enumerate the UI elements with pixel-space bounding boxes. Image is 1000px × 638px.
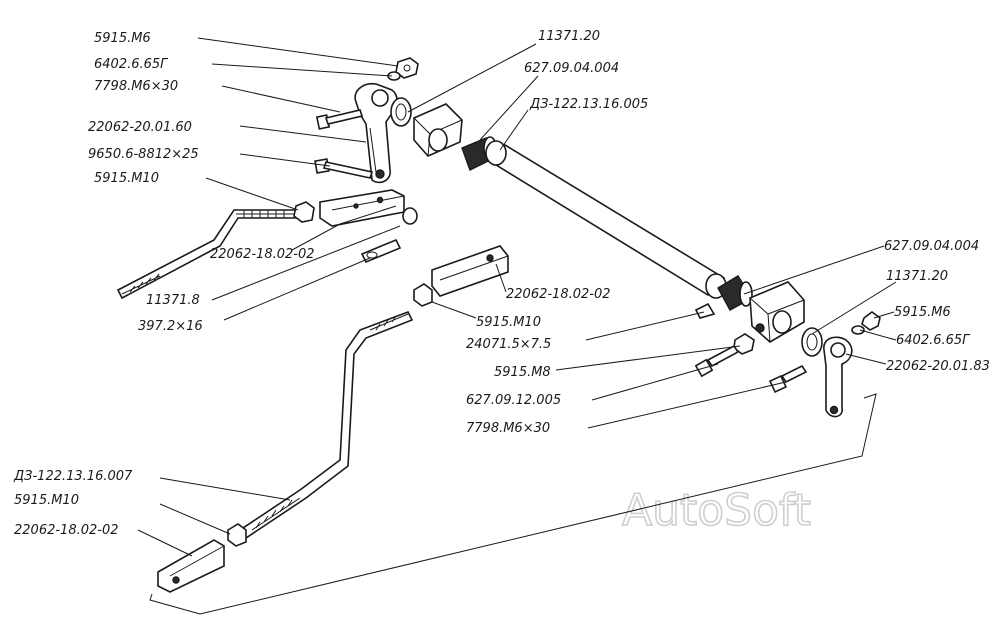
label-627-09-04-004-top: 627.09.04.004 (524, 61, 619, 76)
label-24071: 24071.5×7.5 (466, 337, 551, 352)
label-11371-20-top: 11371.20 (538, 29, 600, 44)
label-22062-20-01-83: 22062-20.01.83 (886, 359, 990, 374)
rod-lower (238, 310, 414, 540)
bracket-block-upper (413, 103, 463, 157)
label-9650: 9650.6-8812×25 (88, 147, 199, 162)
label-627-09-12-005: 627.09.12.005 (466, 393, 561, 408)
washer-11371-8 (402, 207, 418, 225)
label-7798-top: 7798.M6×30 (94, 79, 178, 94)
bolt-m6-upper (315, 109, 364, 130)
label-22062-18-02-02-c: 22062-18.02-02 (14, 523, 119, 538)
nut-m10-upper (293, 201, 315, 223)
leader-lines (137, 37, 897, 557)
nut-m10-lower (227, 523, 247, 547)
label-5915-m6-lower: 5915.M6 (894, 305, 951, 320)
bolt-m6-lower (768, 364, 808, 394)
washer-ring-upper (390, 97, 412, 127)
washer-ring-lower (801, 327, 823, 357)
nut-m10-middle (413, 283, 433, 307)
label-11371-8: 11371.8 (146, 293, 200, 308)
label-22062-20-01-60: 22062-20.01.60 (88, 120, 192, 135)
label-5915-m6-top: 5915.M6 (94, 31, 151, 46)
label-dz-005: ДЗ-122.13.16.005 (529, 97, 648, 112)
washer-lower (851, 325, 865, 335)
lever-upper (354, 82, 398, 184)
label-22062-18-02-02-a: 22062-18.02-02 (210, 247, 315, 262)
label-6402-lower: 6402.6.65Г (896, 333, 971, 348)
assembly-path-line (149, 393, 877, 615)
label-7798-lower: 7798.M6×30 (466, 421, 550, 436)
label-5915-m8: 5915.M8 (494, 365, 551, 380)
lever-lower (823, 336, 853, 418)
label-5915-m10-mid: 5915.M10 (476, 315, 541, 330)
label-dz-007: ДЗ-122.13.16.007 (13, 469, 133, 484)
label-5915-m10-top: 5915.M10 (94, 171, 159, 186)
watermark-text: AutoSoft (622, 485, 811, 536)
label-5915-m10-lower: 5915.M10 (14, 493, 79, 508)
label-22062-18-02-02-b: 22062-18.02-02 (506, 287, 611, 302)
tube-shaft (485, 140, 727, 299)
label-627-09-04-004-lower: 627.09.04.004 (884, 239, 979, 254)
key-24071 (694, 302, 716, 319)
label-11371-20-lower: 11371.20 (886, 269, 948, 284)
cotter-pin (360, 238, 402, 264)
bolt-9650 (314, 158, 374, 179)
bracket-block-lower (749, 281, 805, 343)
bolt-627-09-12 (694, 344, 740, 378)
label-397: 397.2×16 (138, 319, 203, 334)
label-6402-top: 6402.6.65Г (94, 57, 169, 72)
fork-lower (157, 539, 225, 593)
bearing-lower (717, 275, 753, 311)
nut-m6-lower (861, 311, 881, 331)
fork-middle (431, 245, 509, 297)
part-labels: 5915.M6 6402.6.65Г 7798.M6×30 22062-20.0… (13, 29, 990, 538)
